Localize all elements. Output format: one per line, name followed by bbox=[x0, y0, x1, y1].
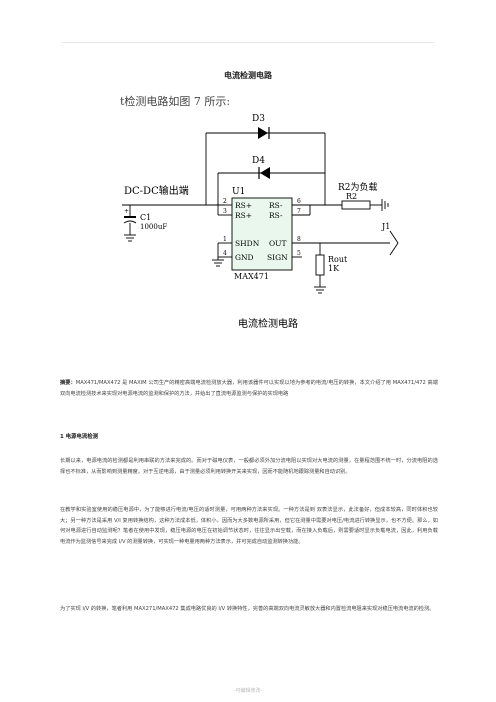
pin-number: 6 bbox=[297, 198, 301, 205]
body-paragraph-1: 长期以来，电源电流的检测都是利用串联的方法来完成的。而对于磁电仪表，一般都必须外… bbox=[60, 458, 438, 475]
section-heading: 1 电源电流检测 bbox=[60, 434, 98, 440]
pin-label: RS- bbox=[269, 201, 283, 210]
pin-label: SIGN bbox=[267, 253, 288, 262]
body-paragraph-2: 在教学和实验室使用的稳压电源中，为了能够进行电流/电压的适时测量，可用两种方法来… bbox=[60, 507, 438, 545]
chip-part: MAX471 bbox=[234, 272, 269, 281]
dcdc-label: DC-DC输出端 bbox=[124, 184, 189, 197]
pin-label: RS- bbox=[269, 211, 283, 220]
body-paragraph-3: 为了实现 I/V 的转换，笔者利用 MAX271/MAX472 集成电路优良的 … bbox=[60, 606, 435, 612]
r2-resistor bbox=[341, 200, 371, 210]
pin-number: 4 bbox=[223, 250, 227, 257]
circuit-schematic: t检测电路如图 7 所示: bbox=[120, 95, 410, 333]
c1-polarity: + bbox=[124, 208, 129, 215]
header-rule bbox=[62, 42, 434, 43]
r2-label: R2 bbox=[346, 192, 357, 201]
page-title: 电流检测电路 bbox=[224, 71, 272, 80]
pin-number: 8 bbox=[297, 236, 301, 243]
c1-label: C1 bbox=[140, 213, 151, 222]
c1-value: 1000uF bbox=[140, 223, 167, 231]
abstract-text: MAX471/MAX472 是 MAXIM 公司生产的精密高端电流检测放大器，利… bbox=[60, 380, 438, 397]
pin-number: 5 bbox=[297, 250, 301, 257]
pin-number: 2 bbox=[223, 198, 227, 205]
rout-resistor bbox=[315, 254, 325, 276]
schematic-caption: 电流检测电路 bbox=[238, 317, 298, 330]
d4-label: D4 bbox=[252, 156, 265, 166]
diode-d4 bbox=[258, 167, 270, 179]
pin-label: SHDN bbox=[235, 239, 260, 248]
pin-label: GND bbox=[235, 253, 254, 262]
rout-value: 1K bbox=[328, 264, 340, 273]
chip-name: U1 bbox=[232, 187, 245, 197]
diode-d3 bbox=[258, 127, 270, 139]
pin-label: OUT bbox=[269, 239, 286, 248]
pin-number: 1 bbox=[223, 236, 227, 243]
d3-label: D3 bbox=[252, 114, 265, 124]
max471-chip bbox=[231, 197, 293, 271]
pin-label: RS+ bbox=[235, 201, 252, 210]
schematic-top-caption: t检测电路如图 7 所示: bbox=[120, 95, 230, 108]
pin-label: RS+ bbox=[235, 211, 252, 220]
j1-label: J1 bbox=[381, 222, 390, 231]
c1-plate-top bbox=[124, 216, 136, 218]
abstract-paragraph: 摘要：MAX471/MAX472 是 MAXIM 公司生产的精密高端电流检测放大… bbox=[60, 378, 438, 399]
rout-label: Rout bbox=[328, 255, 348, 264]
abstract-label: 摘要： bbox=[60, 380, 76, 386]
page-footer: -可编辑修改- bbox=[233, 688, 263, 694]
pin-number: 7 bbox=[297, 208, 301, 215]
c1-plate-bottom bbox=[123, 220, 137, 224]
pin-number: 3 bbox=[223, 208, 227, 215]
r2-note: R2为负载 bbox=[338, 181, 378, 193]
